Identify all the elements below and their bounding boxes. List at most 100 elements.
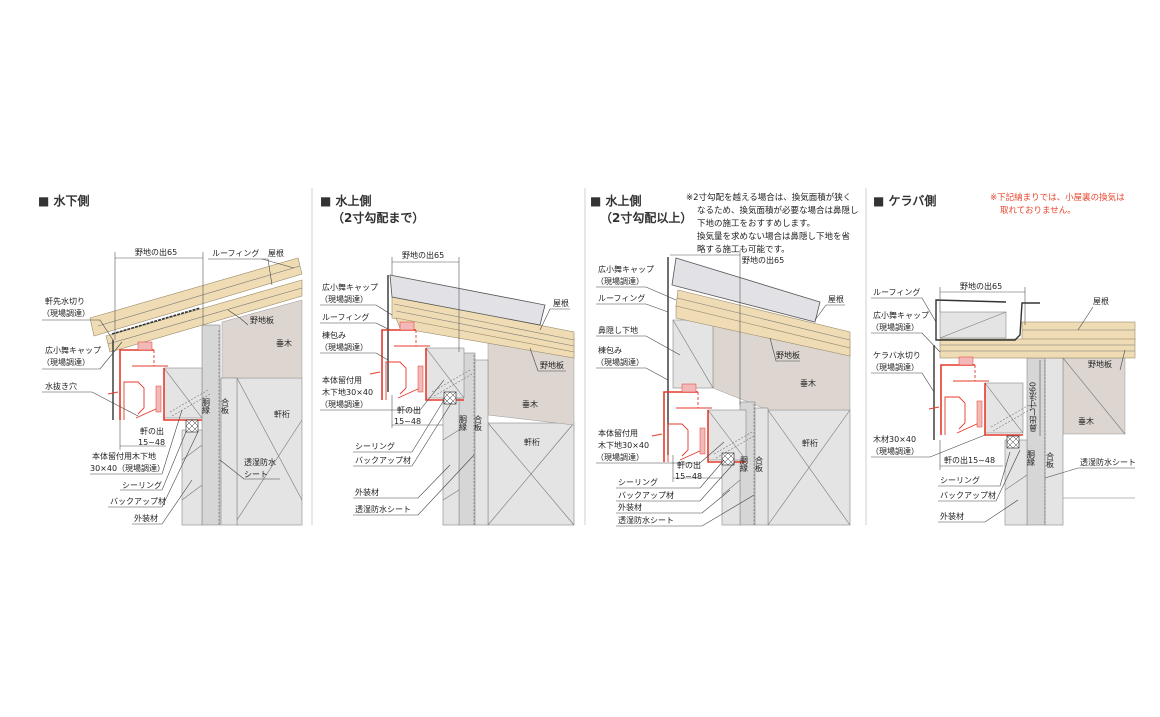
label-roof: 屋根 <box>1093 296 1109 306</box>
panel-mizukami-low: ■ 水上側 （2寸勾配まで） 野地の出65 広小舞キャップ （現場調達） ルーフ… <box>320 193 575 526</box>
label-sub: （現場調達） <box>320 294 368 304</box>
warning-note: ※下記納まりでは、小屋裏の換気は <box>990 192 1125 203</box>
label-furring: 胴縁 <box>459 415 468 431</box>
label-sub: （現場調達） <box>42 308 90 318</box>
label-sub: （現場調達） <box>871 362 919 372</box>
exterior-cladding <box>442 394 460 526</box>
dimension-label-vertical: 鼻出し寸法60 <box>1029 382 1038 433</box>
plywood <box>754 407 769 526</box>
label-cap: 広小舞キャップ <box>598 264 654 274</box>
panel-keraba: ■ ケラバ側 ※下記納まりでは、小屋裏の換気は 取れておりません。 野地の出65… <box>871 192 1136 526</box>
note-line: 略する施工も可能です。 <box>697 244 790 255</box>
plywood <box>1044 357 1064 526</box>
label-base-wood: 本体留付用 <box>322 375 362 385</box>
panel-title: ■ 水上側 <box>590 193 642 208</box>
label-membrane: 透湿防水 <box>244 457 276 467</box>
label-furring: 胴縁 <box>740 456 749 472</box>
label-plywood: 合板 <box>221 397 230 415</box>
label-eave-beam: 軒桁 <box>524 437 540 447</box>
plywood <box>474 359 489 526</box>
label-overhang-range: 15~48 <box>394 417 421 426</box>
noji-board <box>395 317 575 359</box>
note-line: 換気量を求めない場合は鼻隠し下地を省 <box>697 231 851 242</box>
panel-mizukami-high: ■ 水上側 （2寸勾配以上） ※2寸勾配を越える場合は、換気面積が狭く なるため… <box>590 192 859 527</box>
nokigeta-beam <box>236 377 303 526</box>
label-eave-overhang: 軒の出15~48 <box>944 455 995 465</box>
label-sub: （現場調達） <box>871 322 919 332</box>
label-sub: 30×40（現場調達） <box>90 463 165 473</box>
label-cap: 広小舞キャップ <box>45 345 101 355</box>
label-roofing: ルーフィング <box>212 248 259 258</box>
label-roofing: ルーフィング <box>598 293 645 303</box>
warning-note: 取れておりません。 <box>1000 206 1076 216</box>
label-noji-board: 野地板 <box>250 315 274 325</box>
roof <box>1021 321 1136 341</box>
label-roof: 屋根 <box>268 248 284 258</box>
label-sub: （現場調達） <box>596 276 644 286</box>
note-line: ※2寸勾配を越える場合は、換気面積が狭く <box>686 192 851 203</box>
cap-cover <box>389 274 546 326</box>
label-fascia-base: 鼻隠し下地 <box>598 325 638 335</box>
label-rafter: 垂木 <box>800 378 816 388</box>
label-sub: （現場調達） <box>596 452 644 462</box>
label-drain-hole: 水抜き穴 <box>45 381 77 391</box>
label-rafter: 垂木 <box>522 399 538 409</box>
label-eaves-flashing: 軒先水切り <box>45 296 85 306</box>
dimension-label: 野地の出65 <box>960 281 1002 291</box>
label-sealing: シーリング <box>940 475 980 485</box>
label-membrane: シート <box>244 470 268 479</box>
label-sub: （現場調達） <box>320 342 368 352</box>
panel-subtitle: （2寸勾配まで） <box>332 210 424 225</box>
label-ridge-cover: 棟包み <box>598 345 622 355</box>
note-line: 下地の施工をおすすめします。 <box>697 218 815 229</box>
dobuchi-strip <box>201 324 221 526</box>
label-roof: 屋根 <box>828 294 844 304</box>
label-noji-board: 野地板 <box>540 360 564 370</box>
label-base-wood: 本体留付用 <box>598 428 638 438</box>
label-overhang-range: 15~48 <box>675 472 702 481</box>
keraba-flashing <box>935 299 1040 341</box>
label-cap: 広小舞キャップ <box>873 310 929 320</box>
label-rafter: 垂木 <box>276 338 292 348</box>
label-backup: バックアップ材 <box>355 455 411 465</box>
label-sub: （現場調達） <box>42 357 90 367</box>
panel-title: ■ 水上側 <box>320 193 372 208</box>
label-cap: 広小舞キャップ <box>322 282 378 292</box>
label-wood-base: 木材30×40 <box>873 434 916 444</box>
label-sub: （現場調達） <box>871 446 919 456</box>
label-sub: （現場調達） <box>596 357 644 367</box>
panel-subtitle: （2寸勾配以上） <box>600 210 692 225</box>
label-backup: バックアップ材 <box>618 490 674 500</box>
label-eave-beam: 軒桁 <box>802 438 818 448</box>
label-membrane: 透湿防水シート <box>1080 457 1136 467</box>
label-noji-board: 野地板 <box>1088 359 1112 369</box>
label-base-wood: 本体留付用木下地 <box>92 451 156 461</box>
label-noji-board: 野地板 <box>776 350 800 360</box>
exterior-cladding <box>721 454 741 526</box>
panel-mizushita: ■ 水下側 野地の出65 ルーフィング 屋根 軒先水切り （現場調達） 広小舞キ… <box>38 193 303 526</box>
noji-board <box>675 305 851 357</box>
label-roof: 屋根 <box>553 298 569 308</box>
label-sealing: シーリング <box>122 480 162 490</box>
label-sealing: シーリング <box>618 477 658 487</box>
note-line: なるため、換気面積が必要な場合は鼻隠し <box>697 205 859 216</box>
label-furring: 胴縁 <box>1027 450 1036 466</box>
label-membrane: 透湿防水シート <box>355 504 411 514</box>
cap-cover <box>671 257 821 323</box>
label-plywood: 合板 <box>1046 451 1055 469</box>
label-eave-overhang: 軒の出 <box>140 426 164 436</box>
label-sub: （現場調達） <box>320 399 368 409</box>
label-overhang-range: 15~48 <box>138 438 165 447</box>
dimension-label: 野地の出65 <box>742 255 784 265</box>
label-backup: バックアップ材 <box>940 490 996 500</box>
label-rafter: 垂木 <box>1078 416 1094 426</box>
label-sealing: シーリング <box>355 441 395 451</box>
label-eave-overhang: 軒の出 <box>677 460 701 470</box>
label-cladding: 外装材 <box>940 511 964 521</box>
label-eave-overhang: 軒の出 <box>397 405 421 415</box>
label-furring: 胴縁 <box>202 398 211 414</box>
label-base-wood: 木下地30×40 <box>598 440 649 450</box>
dimension-label: 野地の出65 <box>402 250 444 260</box>
label-plywood: 合板 <box>755 455 764 473</box>
label-eave-beam: 軒桁 <box>274 409 290 419</box>
